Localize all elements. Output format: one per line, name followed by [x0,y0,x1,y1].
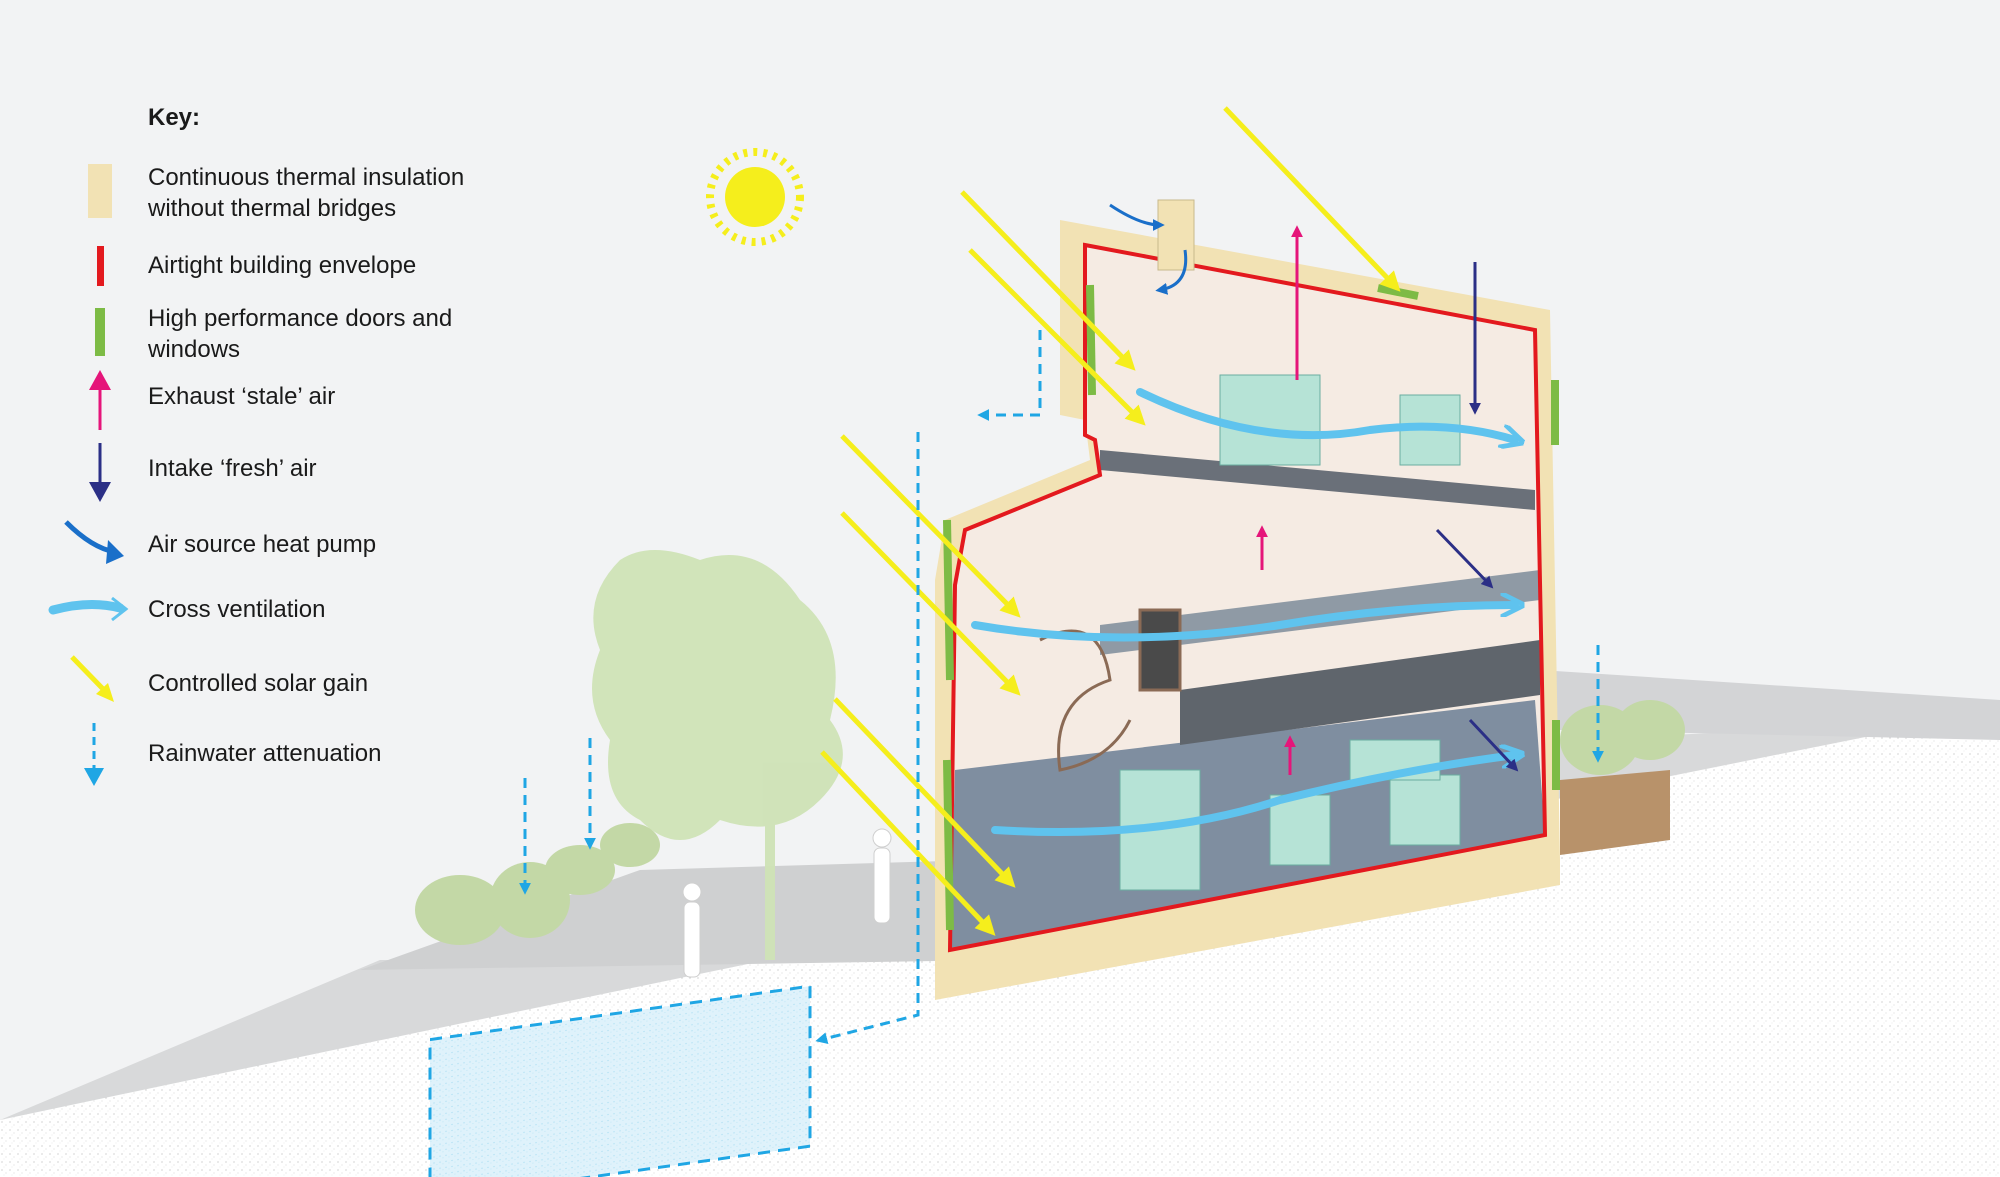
key-swatch-solar-gain [70,655,114,702]
key-label-heat-pump: Air source heat pump [148,531,377,558]
intake-arrows [1435,262,1519,772]
key-label-rainwater: Rainwater attenuation [148,740,382,767]
key-swatch-insulation [88,164,112,218]
key-label-solar-gain: Controlled solar gain [148,670,369,697]
key-label-insulation: Continuous thermal insulation without th… [148,164,465,222]
key-swatch-exhaust [89,370,111,430]
key-swatch-doors-windows [95,308,105,356]
key-legend-swatches [48,164,129,786]
heat-pump-arrows [1109,203,1188,295]
pedestrian-figures [682,828,892,978]
planter-box [1560,770,1670,855]
planting-left [415,823,660,945]
pavement [360,860,1000,970]
key-swatch-heat-pump [64,520,124,564]
planting-right [1560,700,1685,775]
key-swatch-intake [89,443,111,502]
key-swatch-cross-ventilation [48,596,129,622]
key-label-exhaust: Exhaust ‘stale’ air [148,383,336,410]
slab-first-second [1100,450,1535,510]
slab-ground-first [1180,640,1540,745]
key-title: Key: [148,104,201,131]
exhaust-arrows [1256,225,1303,775]
tree [592,550,843,960]
building-section [935,199,1560,1000]
key-swatch-airtight [97,246,104,286]
sun-icon [706,148,804,246]
key-label-doors-windows: High performance doors and windows [148,305,453,363]
solar-gain-arrows [820,106,1401,936]
spiral-stair [1039,608,1182,772]
key-label-intake: Intake ‘fresh’ air [148,455,317,482]
key-label-cross-ventilation: Cross ventilation [148,596,326,623]
cross-ventilation-arrows [971,388,1515,836]
rainwater-arrows [519,330,1604,1045]
attenuation-tank [428,984,812,1177]
key-label-airtight: Airtight building envelope [148,252,417,279]
heat-pump-unit [1157,199,1195,271]
key-swatch-rainwater [84,723,104,786]
